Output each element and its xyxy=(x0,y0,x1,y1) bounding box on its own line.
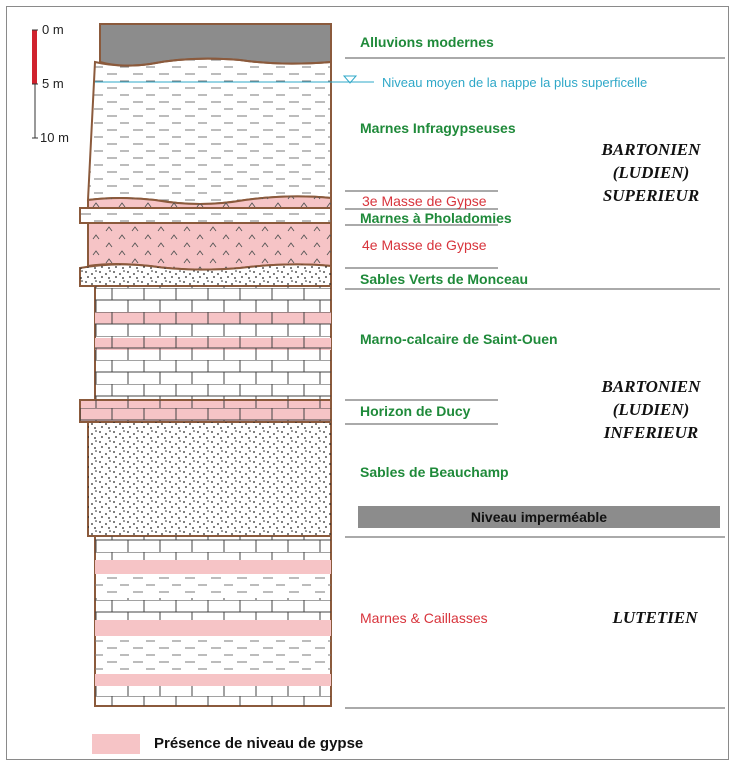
caillasses-brick-bottom xyxy=(95,686,331,706)
stage-line: (LUDIEN) xyxy=(612,163,690,182)
layer-infragypseuses xyxy=(86,57,332,205)
layer-ducy-pattern xyxy=(80,400,331,422)
stage-line: (LUDIEN) xyxy=(612,400,690,419)
stage-lutetien: LUTETIEN xyxy=(570,606,737,629)
layer-gypse3-pattern xyxy=(88,196,331,208)
layer-monceau-pattern xyxy=(80,264,331,286)
stage-bartonien-inferieur: BARTONIEN (LUDIEN) INFERIEUR xyxy=(566,375,736,444)
layer-label-caillasses: Marnes & Caillasses xyxy=(360,610,488,626)
layer-label-monceau: Sables Verts de Monceau xyxy=(360,271,529,287)
layer-label-infragypseuses: Marnes Infragypseuses xyxy=(360,120,516,136)
caillasses-brick-mid xyxy=(95,598,331,620)
caillasses-brick-top xyxy=(95,536,331,560)
water-table-label: Niveau moyen de la nappe la plus superfi… xyxy=(382,75,648,90)
layer-saint-ouen-pattern xyxy=(95,286,331,400)
scale-label-10: 10 m xyxy=(40,130,69,145)
water-table-marker-icon xyxy=(342,75,358,84)
scale-label-5: 5 m xyxy=(42,76,64,91)
layer-beauchamp-pattern xyxy=(88,422,331,536)
figure-frame xyxy=(6,6,729,760)
reference-lines xyxy=(345,57,725,709)
layer-label-gypse4: 4e Masse de Gypse xyxy=(362,237,487,253)
gypse-band xyxy=(95,560,331,574)
stage-line: SUPERIEUR xyxy=(602,186,700,205)
stage-line: BARTONIEN xyxy=(601,377,701,396)
column-body xyxy=(79,23,332,707)
impermeable-level-label: Niveau imperméable xyxy=(470,509,608,525)
layer-gypse4-pattern xyxy=(88,223,331,270)
layer-label-saint-ouen: Marno-calcaire de Saint-Ouen xyxy=(360,331,558,347)
gypse-band xyxy=(95,620,331,636)
stage-bartonien-superieur: BARTONIEN (LUDIEN) SUPERIEUR xyxy=(566,138,736,207)
scale-red-bar xyxy=(32,30,37,84)
layer-label-pholadomies: Marnes à Pholadomies xyxy=(360,210,512,226)
layer-label-alluvions: Alluvions modernes xyxy=(360,34,494,50)
scale-label-0: 0 m xyxy=(42,22,64,37)
impermeable-level-band: Niveau imperméable xyxy=(358,506,720,528)
stage-line: LUTETIEN xyxy=(612,608,698,627)
layer-label-gypse3: 3e Masse de Gypse xyxy=(362,193,487,209)
depth-scale xyxy=(32,29,38,139)
layer-label-beauchamp: Sables de Beauchamp xyxy=(360,464,509,480)
caillasses-dash-2 xyxy=(95,636,331,674)
water-table xyxy=(95,75,374,84)
gypse-band xyxy=(95,674,331,686)
layer-label-ducy: Horizon de Ducy xyxy=(360,403,471,419)
legend-gypsum-label: Présence de niveau de gypse xyxy=(154,735,364,752)
stage-line: INFERIEUR xyxy=(603,423,699,442)
stage-line: BARTONIEN xyxy=(601,140,701,159)
layer-pholadomies-pattern xyxy=(80,208,331,223)
legend-gypsum-swatch xyxy=(92,734,140,754)
caillasses-dash-1 xyxy=(95,574,331,598)
